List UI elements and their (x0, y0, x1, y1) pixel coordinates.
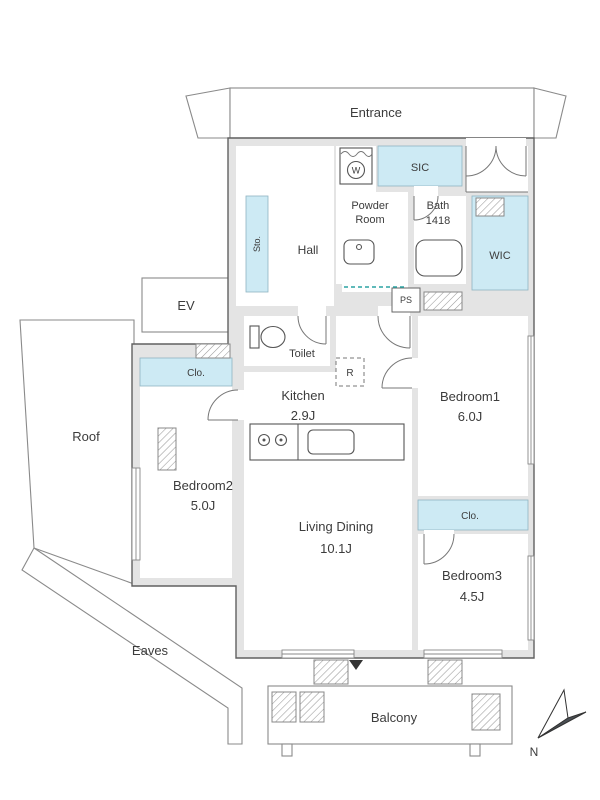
living-label-2: 10.1J (320, 541, 352, 556)
ps-label: PS (400, 295, 412, 305)
compass-needle-dark (537, 711, 587, 739)
bedroom1-window (527, 335, 535, 465)
bedroom1-door (381, 357, 413, 389)
fixtures: W R (249, 147, 463, 461)
bath-label-2: 1418 (426, 215, 450, 227)
balcony-partition (471, 693, 501, 731)
room-labels: SIC Powder Room Bath 1418 WIC Hall Sto. … (173, 162, 511, 604)
bedroom2-pipe-box (157, 427, 177, 471)
wic-label: WIC (489, 250, 510, 262)
living-door (377, 315, 411, 349)
hall-label: Hall (298, 243, 319, 257)
clo-left-closet (139, 357, 233, 387)
bath-label-1: Bath (427, 200, 450, 212)
bedroom3-window (527, 555, 535, 641)
toilet-icon (249, 325, 286, 349)
clo-right-label: Clo. (461, 511, 479, 522)
doors (207, 145, 527, 565)
section-marker (349, 660, 363, 670)
entrance-label: Entrance (350, 105, 402, 120)
bedroom1-floor (418, 316, 528, 496)
bedroom3-bottom-window (423, 649, 503, 659)
bedroom1-label-2: 6.0J (458, 409, 483, 424)
shaft-hatch-box (423, 291, 463, 311)
bedroom1-label-1: Bedroom1 (440, 389, 500, 404)
north-compass: N (530, 688, 587, 759)
entrance-porch: Entrance (185, 87, 567, 139)
washbasin-icon (343, 239, 375, 265)
bathtub-icon (415, 239, 463, 277)
kitchen-counter (249, 423, 405, 461)
kitchen-living-floor (336, 316, 412, 650)
sic-closet (377, 145, 463, 187)
sic-label: SIC (411, 162, 429, 174)
clo-right-closet (417, 499, 529, 531)
bedroom2-window (131, 467, 141, 561)
north-label: N (530, 745, 539, 759)
compass-needle-light (537, 688, 569, 739)
living-label-1: Living Dining (299, 519, 373, 534)
bedroom2-door (207, 389, 239, 421)
powder-label-1: Powder (351, 200, 389, 212)
bedroom2-label-2: 5.0J (191, 498, 216, 513)
toilet-door (297, 315, 327, 345)
outdoor-unit-left (313, 659, 349, 685)
pipe-space: PS (391, 287, 421, 313)
bedroom3-label-1: Bedroom3 (442, 568, 502, 583)
kitchen-living-floor2 (244, 372, 336, 650)
eaves-area: Eaves (21, 547, 243, 745)
sto-label: Sto. (252, 236, 262, 252)
kitchen-label-1: Kitchen (281, 388, 324, 403)
refrigerator-space: R (335, 357, 365, 387)
living-window (281, 649, 355, 659)
stove-burner-icon (257, 433, 288, 447)
sto-closet (245, 195, 269, 293)
windows (131, 335, 535, 659)
toilet-label: Toilet (289, 348, 315, 360)
fridge-label: R (346, 368, 353, 379)
eaves-label: Eaves (132, 643, 169, 658)
bedroom2-floor (140, 358, 232, 578)
clo-left-label: Clo. (187, 368, 205, 379)
hatched-boxes (157, 197, 505, 685)
balcony-partition (271, 691, 297, 723)
balcony-area: Balcony (267, 685, 513, 757)
bedroom2-label-1: Bedroom2 (173, 478, 233, 493)
kitchen-label-2: 2.9J (291, 408, 316, 423)
balcony-label: Balcony (371, 710, 418, 725)
clo-left-hatch-box (195, 343, 231, 359)
entrance-door (465, 145, 527, 177)
bedroom3-floor (418, 534, 528, 650)
powder-label-2: Room (355, 214, 384, 226)
bath-door (413, 195, 439, 221)
kitchen-sink-icon (307, 429, 355, 455)
balcony-partition (299, 691, 325, 723)
roof-label: Roof (72, 429, 100, 444)
bedroom3-door (423, 533, 455, 565)
powder-room-floor (336, 192, 408, 284)
outdoor-unit-right (427, 659, 463, 685)
roof-area: Roof (19, 319, 135, 585)
ev-label: EV (177, 298, 195, 313)
washer-label: W (352, 166, 361, 176)
wic-hatch-box (475, 197, 505, 217)
washer-icon: W (339, 147, 373, 185)
elevator-shaft: EV (141, 277, 231, 333)
bedroom3-label-2: 4.5J (460, 589, 485, 604)
